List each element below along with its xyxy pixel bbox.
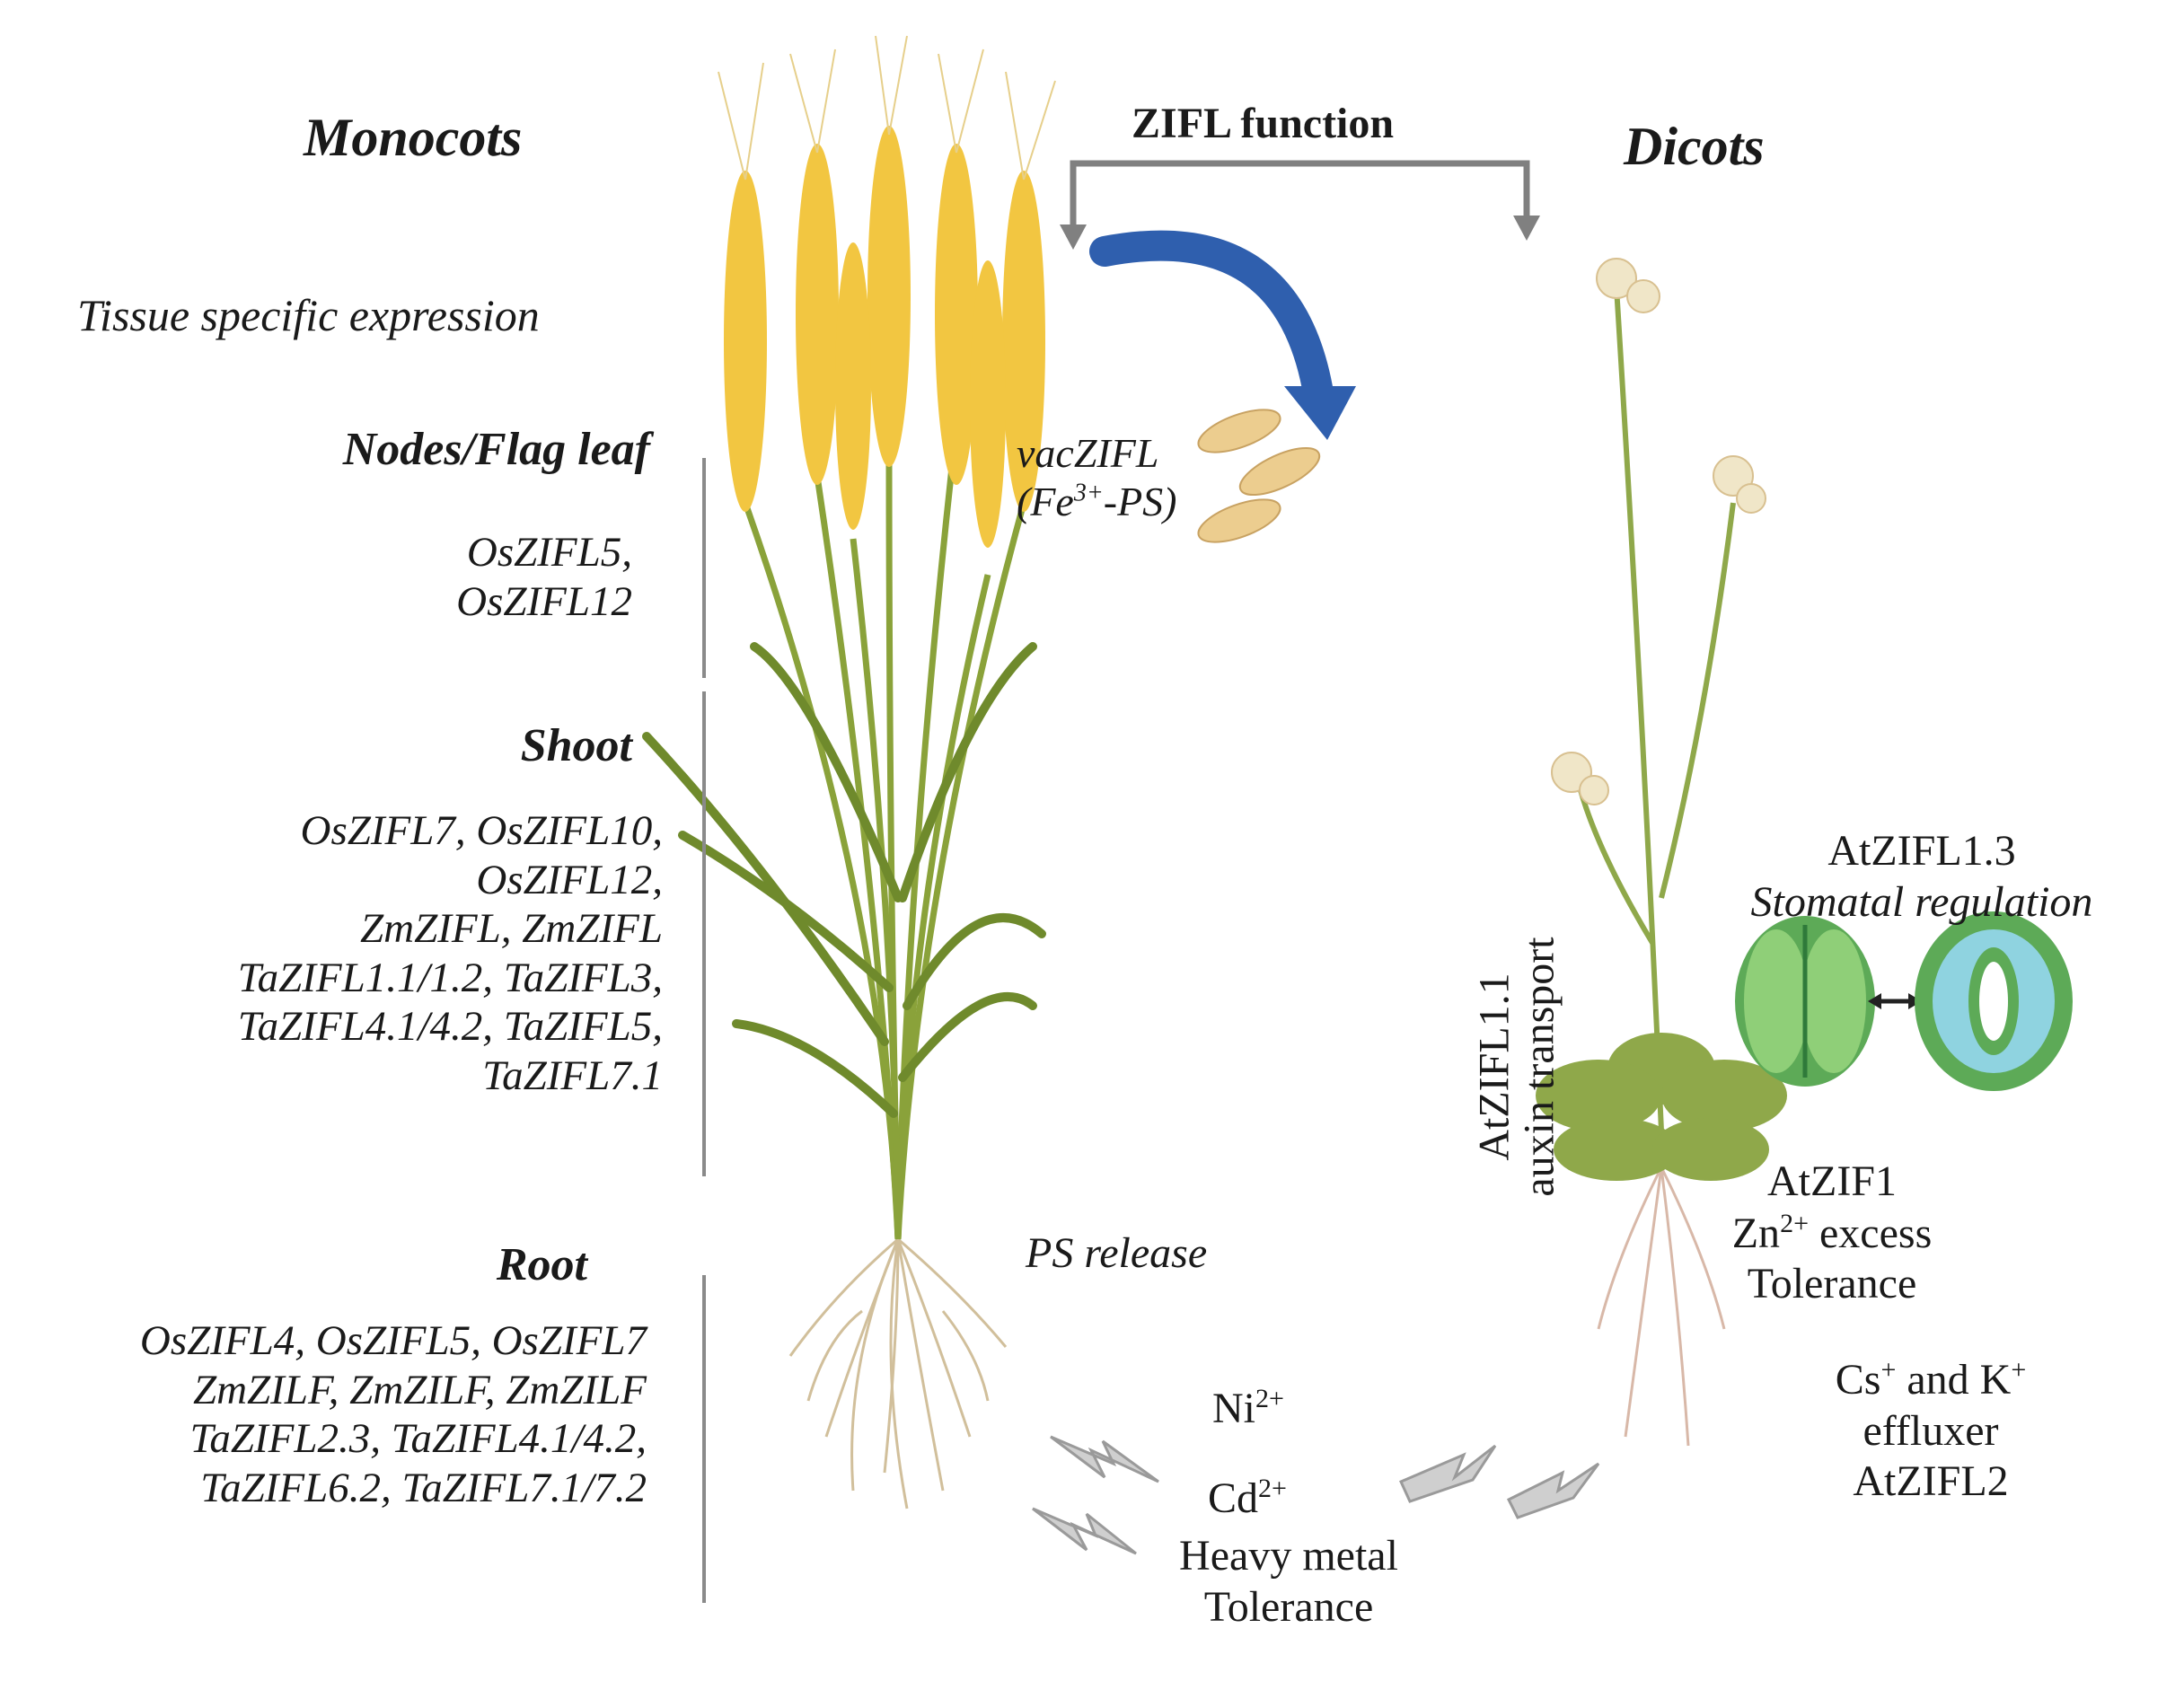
root-title: Root bbox=[496, 1239, 587, 1290]
shoot-gene-list: OsZIFL7, OsZIFL10, OsZIFL12, ZmZIFL, ZmZ… bbox=[238, 806, 663, 1100]
gene-line: OsZIFL4, OsZIFL5, OsZIFL7 bbox=[139, 1317, 647, 1364]
k-sup: + bbox=[2011, 1355, 2027, 1385]
vaczifl-name: vacZIFL bbox=[1017, 430, 1159, 476]
vaczifl-label: vacZIFL (Fe3+-PS) bbox=[1017, 429, 1177, 527]
auxin-transport-label: AtZIFL1.1 auxin transport bbox=[1470, 901, 1563, 1233]
cs-k-line: Cs+ and K+ bbox=[1787, 1354, 2074, 1406]
heavy-metal-line: Heavy metal bbox=[1179, 1532, 1398, 1580]
gene-line: TaZIFL7.1 bbox=[482, 1052, 663, 1099]
cd-base: Cd bbox=[1208, 1474, 1259, 1522]
tissue-caption: Tissue specific expression bbox=[77, 290, 540, 340]
zifl-function-title: ZIFL function bbox=[1132, 100, 1395, 147]
zn-excess: Zn2+ excess bbox=[1688, 1208, 1976, 1260]
nodes-bracket bbox=[702, 458, 706, 678]
zn-suffix: excess bbox=[1808, 1209, 1933, 1257]
zn-sup: 2+ bbox=[1780, 1208, 1809, 1238]
ni-label: Ni2+ bbox=[1212, 1383, 1284, 1435]
vaczifl-substrate: (Fe3+-PS) bbox=[1017, 478, 1177, 526]
connector-arrow-left-icon bbox=[1060, 224, 1087, 250]
gene-line: TaZIFL4.1/4.2, TaZIFL5, bbox=[237, 1003, 663, 1051]
root-bracket bbox=[702, 1275, 706, 1603]
gene-line: OsZIFL5, bbox=[466, 529, 632, 576]
cs-base: Cs bbox=[1835, 1356, 1881, 1404]
arabidopsis-plant-icon bbox=[1536, 258, 1787, 1447]
gene-line: OsZIFL12, bbox=[476, 856, 663, 903]
gene-line: OsZIFL12 bbox=[456, 578, 632, 626]
gene-line: ZmZILF, ZmZILF, ZmZILF bbox=[192, 1366, 647, 1413]
gene-line: ZmZIFL, ZmZIFL bbox=[360, 905, 663, 953]
cs-sup: + bbox=[1880, 1355, 1897, 1385]
cd-sup: 2+ bbox=[1258, 1474, 1287, 1503]
zif1-label: AtZIF1 Zn2+ excess Tolerance bbox=[1688, 1157, 1976, 1310]
lightning-icon bbox=[1032, 1435, 1600, 1555]
auxin-function: auxin transport bbox=[1516, 937, 1563, 1197]
shoot-title: Shoot bbox=[520, 720, 632, 771]
cd-label: Cd2+ bbox=[1208, 1473, 1287, 1525]
effluxer-label: Cs+ and K+ effluxer AtZIFL2 bbox=[1787, 1354, 2074, 1508]
root-gene-list: OsZIFL4, OsZIFL5, OsZIFL7 ZmZILF, ZmZILF… bbox=[140, 1316, 647, 1512]
and-k: and K bbox=[1896, 1356, 2012, 1404]
grain-icon bbox=[1197, 409, 1321, 543]
stoma-open-icon bbox=[1915, 911, 2073, 1091]
monocots-title: Monocots bbox=[304, 108, 523, 167]
auxin-gene: AtZIFL1.1 bbox=[1470, 973, 1519, 1161]
ps-release-label: PS release bbox=[1026, 1229, 1208, 1277]
heavy-metal-line: Tolerance bbox=[1203, 1582, 1374, 1631]
vac-prefix: (Fe bbox=[1017, 479, 1074, 525]
zifl-function-connector bbox=[1070, 160, 1530, 233]
stomatal-function: Stomatal regulation bbox=[1750, 877, 2093, 926]
gene-line: TaZIFL6.2, TaZIFL7.1/7.2 bbox=[200, 1464, 647, 1511]
nodes-title: Nodes/Flag leaf bbox=[342, 424, 650, 475]
vac-transport-arrow-icon bbox=[1089, 230, 1356, 440]
shoot-bracket bbox=[702, 691, 706, 1176]
vac-sup: 3+ bbox=[1073, 479, 1104, 507]
stoma-closed-icon bbox=[1735, 916, 1875, 1087]
connector-arrow-right-icon bbox=[1513, 216, 1540, 241]
zn-tolerance: Tolerance bbox=[1747, 1260, 1917, 1308]
wheat-plant-icon bbox=[642, 35, 1056, 1509]
effluxer-word: effluxer bbox=[1863, 1406, 1999, 1455]
nodes-gene-list: OsZIFL5, OsZIFL12 bbox=[456, 528, 632, 628]
zif1-gene: AtZIF1 bbox=[1767, 1157, 1897, 1205]
dicots-title: Dicots bbox=[1624, 117, 1765, 176]
stomatal-label: AtZIFL1.3 Stomatal regulation bbox=[1688, 826, 2155, 928]
heavy-metal-label: Heavy metal Tolerance bbox=[1136, 1531, 1441, 1633]
zn-base: Zn bbox=[1731, 1209, 1781, 1257]
vac-suffix: -PS) bbox=[1103, 479, 1177, 525]
gene-line: TaZIFL2.3, TaZIFL4.1/4.2, bbox=[189, 1415, 647, 1463]
gene-line: OsZIFL7, OsZIFL10, bbox=[300, 807, 664, 854]
stoma-toggle-arrow-icon bbox=[1868, 993, 1922, 1009]
stomatal-gene: AtZIFL1.3 bbox=[1827, 827, 2016, 875]
gene-line: TaZIFL1.1/1.2, TaZIFL3, bbox=[237, 954, 663, 1001]
effluxer-gene: AtZIFL2 bbox=[1853, 1457, 2009, 1506]
ni-base: Ni bbox=[1212, 1385, 1255, 1432]
ni-sup: 2+ bbox=[1255, 1384, 1284, 1413]
